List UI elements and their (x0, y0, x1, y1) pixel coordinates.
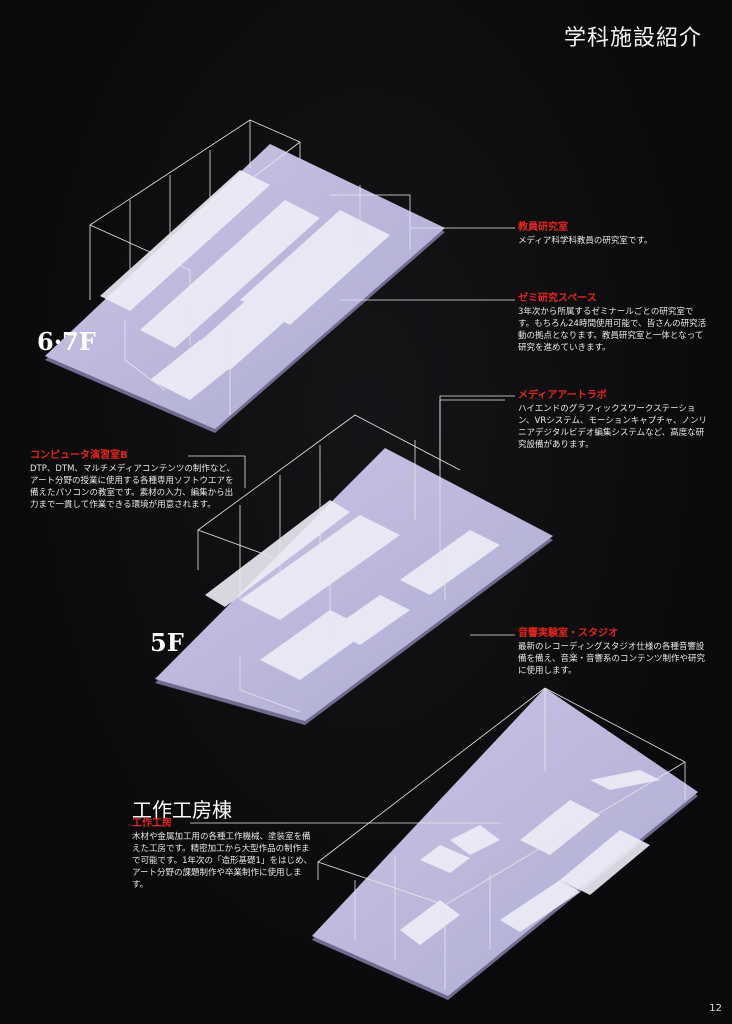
workshop-illustration (312, 687, 698, 1000)
callout-sound-studio: 音響実験室・スタジオ 最新のレコーディングスタジオ仕様の各種音響設備を備え、音楽… (518, 627, 708, 677)
callout-heading: ゼミ研究スペース (518, 293, 597, 304)
callout-leader-lines (188, 227, 515, 824)
callout-heading: 音響実験室・スタジオ (518, 628, 618, 639)
callout-media-art-lab: メディアアートラボ ハイエンドのグラフィックスワークステーション、VRシステム、… (518, 389, 708, 451)
callout-heading: 工作工房 (132, 818, 172, 829)
callout-heading: コンピュータ演習室B (30, 450, 128, 461)
floor-5-label: 5F (150, 628, 184, 657)
callout-seminar-space: ゼミ研究スペース 3年次から所属するゼミナールごとの研究室です。もちろん24時間… (518, 292, 708, 354)
callout-body: 最新のレコーディングスタジオ仕様の各種音響設備を備え、音楽・音響系のコンテンツ制… (518, 642, 706, 676)
page-number: 12 (709, 1003, 722, 1014)
callout-body: メディア科学科教員の研究室です。 (518, 236, 653, 246)
callout-body: ハイエンドのグラフィックスワークステーション、VRシステム、モーションキャプチャ… (518, 404, 708, 450)
callout-heading: メディアアートラボ (518, 390, 607, 401)
callout-computer-room-b: コンピュータ演習室B DTP、DTM、マルチメディアコンテンツの制作など、アート… (30, 449, 235, 511)
callout-faculty-office: 教員研究室 メディア科学科教員の研究室です。 (518, 221, 708, 247)
callout-body: 3年次から所属するゼミナールごとの研究室です。もちろん24時間使用可能で、皆さん… (518, 307, 707, 353)
page-title: 学科施設紹介 (563, 26, 702, 51)
callout-workshop: 工作工房 木材や金属加工用の各種工作機械、塗装室を備えた工房です。精密加工から大… (132, 817, 317, 891)
callout-body: 木材や金属加工用の各種工作機械、塗装室を備えた工房です。精密加工から大型作品の制… (132, 832, 312, 890)
callout-body: DTP、DTM、マルチメディアコンテンツの制作など、アート分野の授業に使用する各… (30, 464, 235, 510)
floor-5-illustration (155, 399, 553, 725)
floor-67-illustration (45, 119, 445, 433)
floor-67-label: 6·7F (37, 327, 96, 356)
workshop-building-label: 工作工房棟 (132, 798, 232, 822)
callout-heading: 教員研究室 (518, 222, 568, 233)
